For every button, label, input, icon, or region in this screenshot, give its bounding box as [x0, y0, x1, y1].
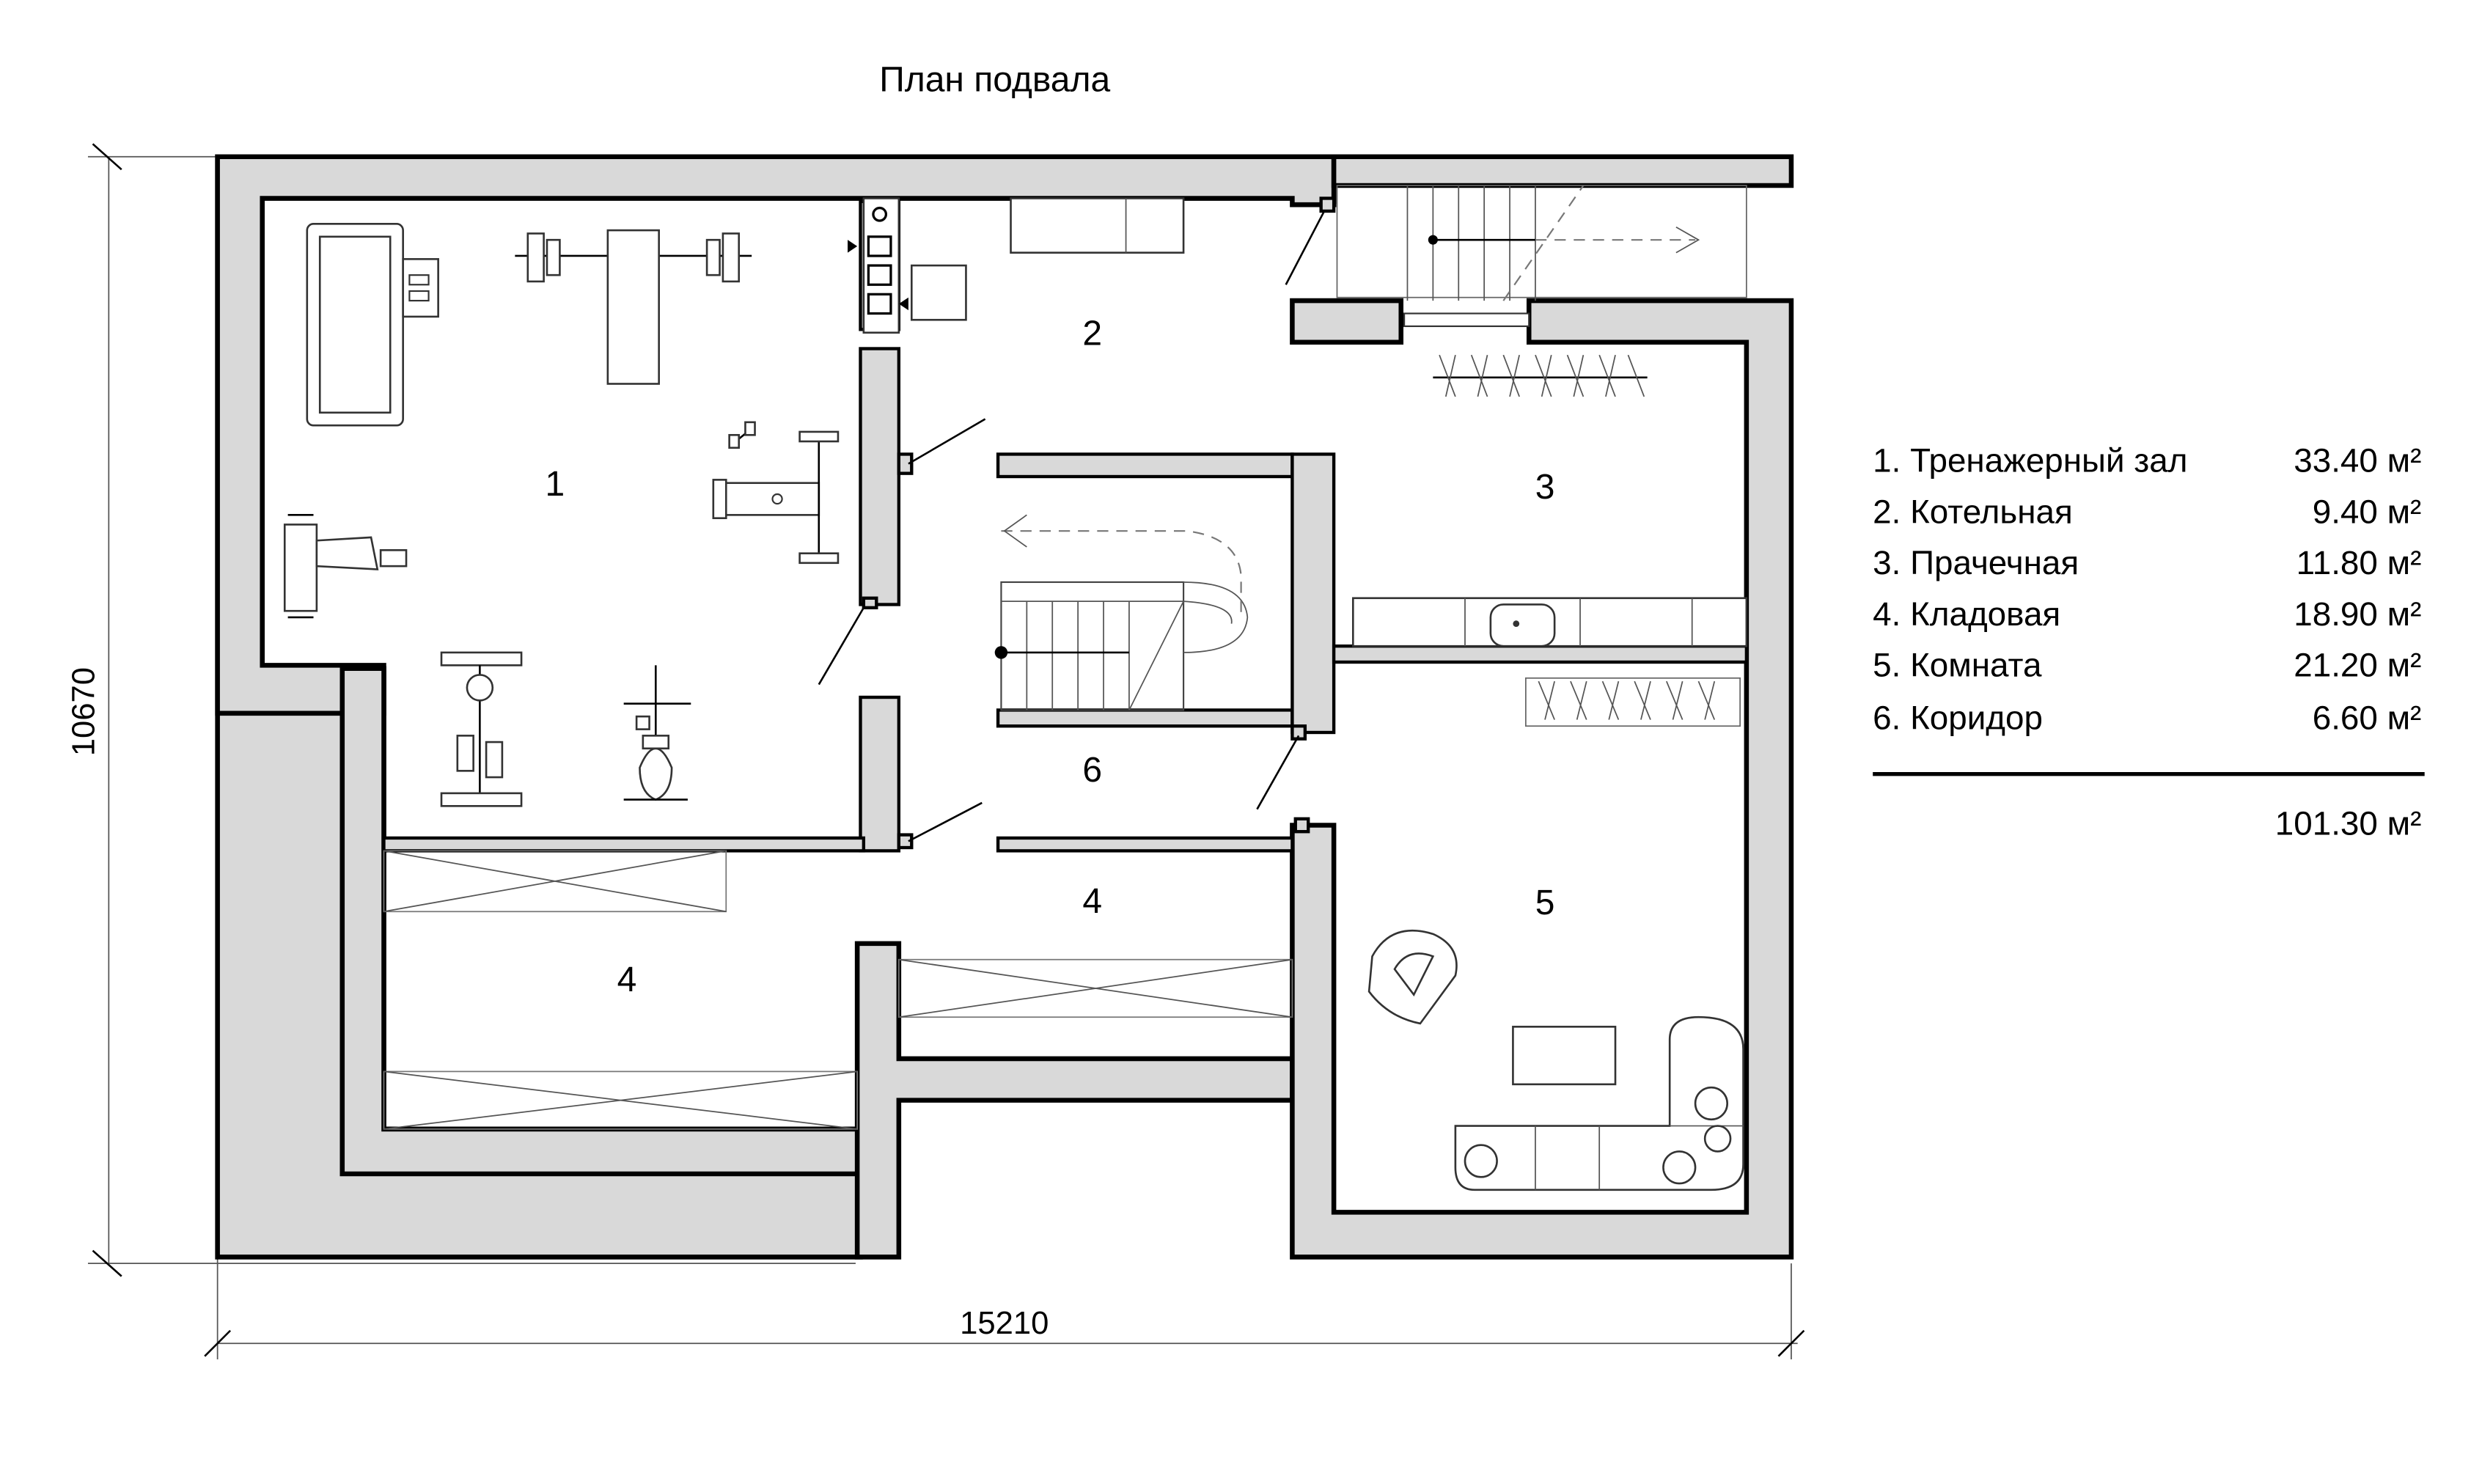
- sofa-icon: [1454, 1015, 1744, 1191]
- legend-item-name: 5. Комната: [1873, 647, 2042, 684]
- legend-item-name: 3. Прачечная: [1873, 544, 2079, 581]
- legend-item-area: 18.90 м²: [2294, 595, 2421, 633]
- legend-item-name: 6. Коридор: [1873, 699, 2043, 737]
- coffee-table: [1512, 1026, 1617, 1086]
- plan-title: План подвала: [879, 60, 1110, 99]
- door-swings: [818, 210, 1326, 842]
- laundry-equipment: [1351, 354, 1748, 647]
- multi-gym-icon: [623, 665, 691, 801]
- room-label-2: 2: [1082, 315, 1102, 353]
- legend-item-name: 4. Кладовая: [1873, 595, 2060, 633]
- stairs-upper: [1336, 185, 1747, 328]
- clothes-rack-2-icon: [1524, 677, 1741, 727]
- legend-item-area: 9.40 м²: [2313, 493, 2422, 530]
- room-label-4b: 4: [1082, 882, 1102, 921]
- barbell-bench-icon: [515, 229, 752, 385]
- room-label-6: 6: [1082, 751, 1102, 790]
- legend-item-area: 33.40 м²: [2294, 441, 2421, 479]
- boiler-equipment: [848, 197, 1185, 334]
- legend-item-area: 11.80 м²: [2296, 544, 2422, 581]
- legend-total: 101.30 м²: [2275, 805, 2422, 842]
- room-label-1: 1: [546, 465, 565, 504]
- chest-press-icon: [283, 514, 408, 619]
- interior-walls: [382, 196, 1749, 853]
- exercise-bike-icon: [440, 651, 523, 807]
- room-label-3: 3: [1535, 468, 1555, 507]
- exterior-walls: [215, 154, 1794, 1260]
- dumbbell-icon: [728, 421, 756, 449]
- room-label-4a: 4: [617, 960, 637, 999]
- room-label-5: 5: [1535, 884, 1555, 922]
- stairs-center: [994, 514, 1249, 711]
- legend-item-area: 21.20 м²: [2294, 647, 2421, 684]
- storage-shelves: [383, 850, 1293, 1130]
- legend-item-name: 1. Тренажерный зал: [1873, 441, 2187, 479]
- clothes-rack-icon: [1433, 354, 1648, 397]
- weight-bench-icon: [712, 430, 840, 565]
- treadmill-icon: [306, 223, 439, 427]
- armchair-icon: [1367, 929, 1458, 1025]
- height-dimension-label: 10670: [67, 667, 102, 756]
- width-dimension-label: 15210: [960, 1306, 1049, 1341]
- gym-equipment: [283, 223, 840, 807]
- area-legend: 1. Тренажерный зал 33.40 м² 2. Котельная…: [1873, 441, 2425, 842]
- room5-furniture: [1367, 677, 1744, 1191]
- legend-item-area: 6.60 м²: [2313, 699, 2422, 737]
- legend-item-name: 2. Котельная: [1873, 493, 2073, 530]
